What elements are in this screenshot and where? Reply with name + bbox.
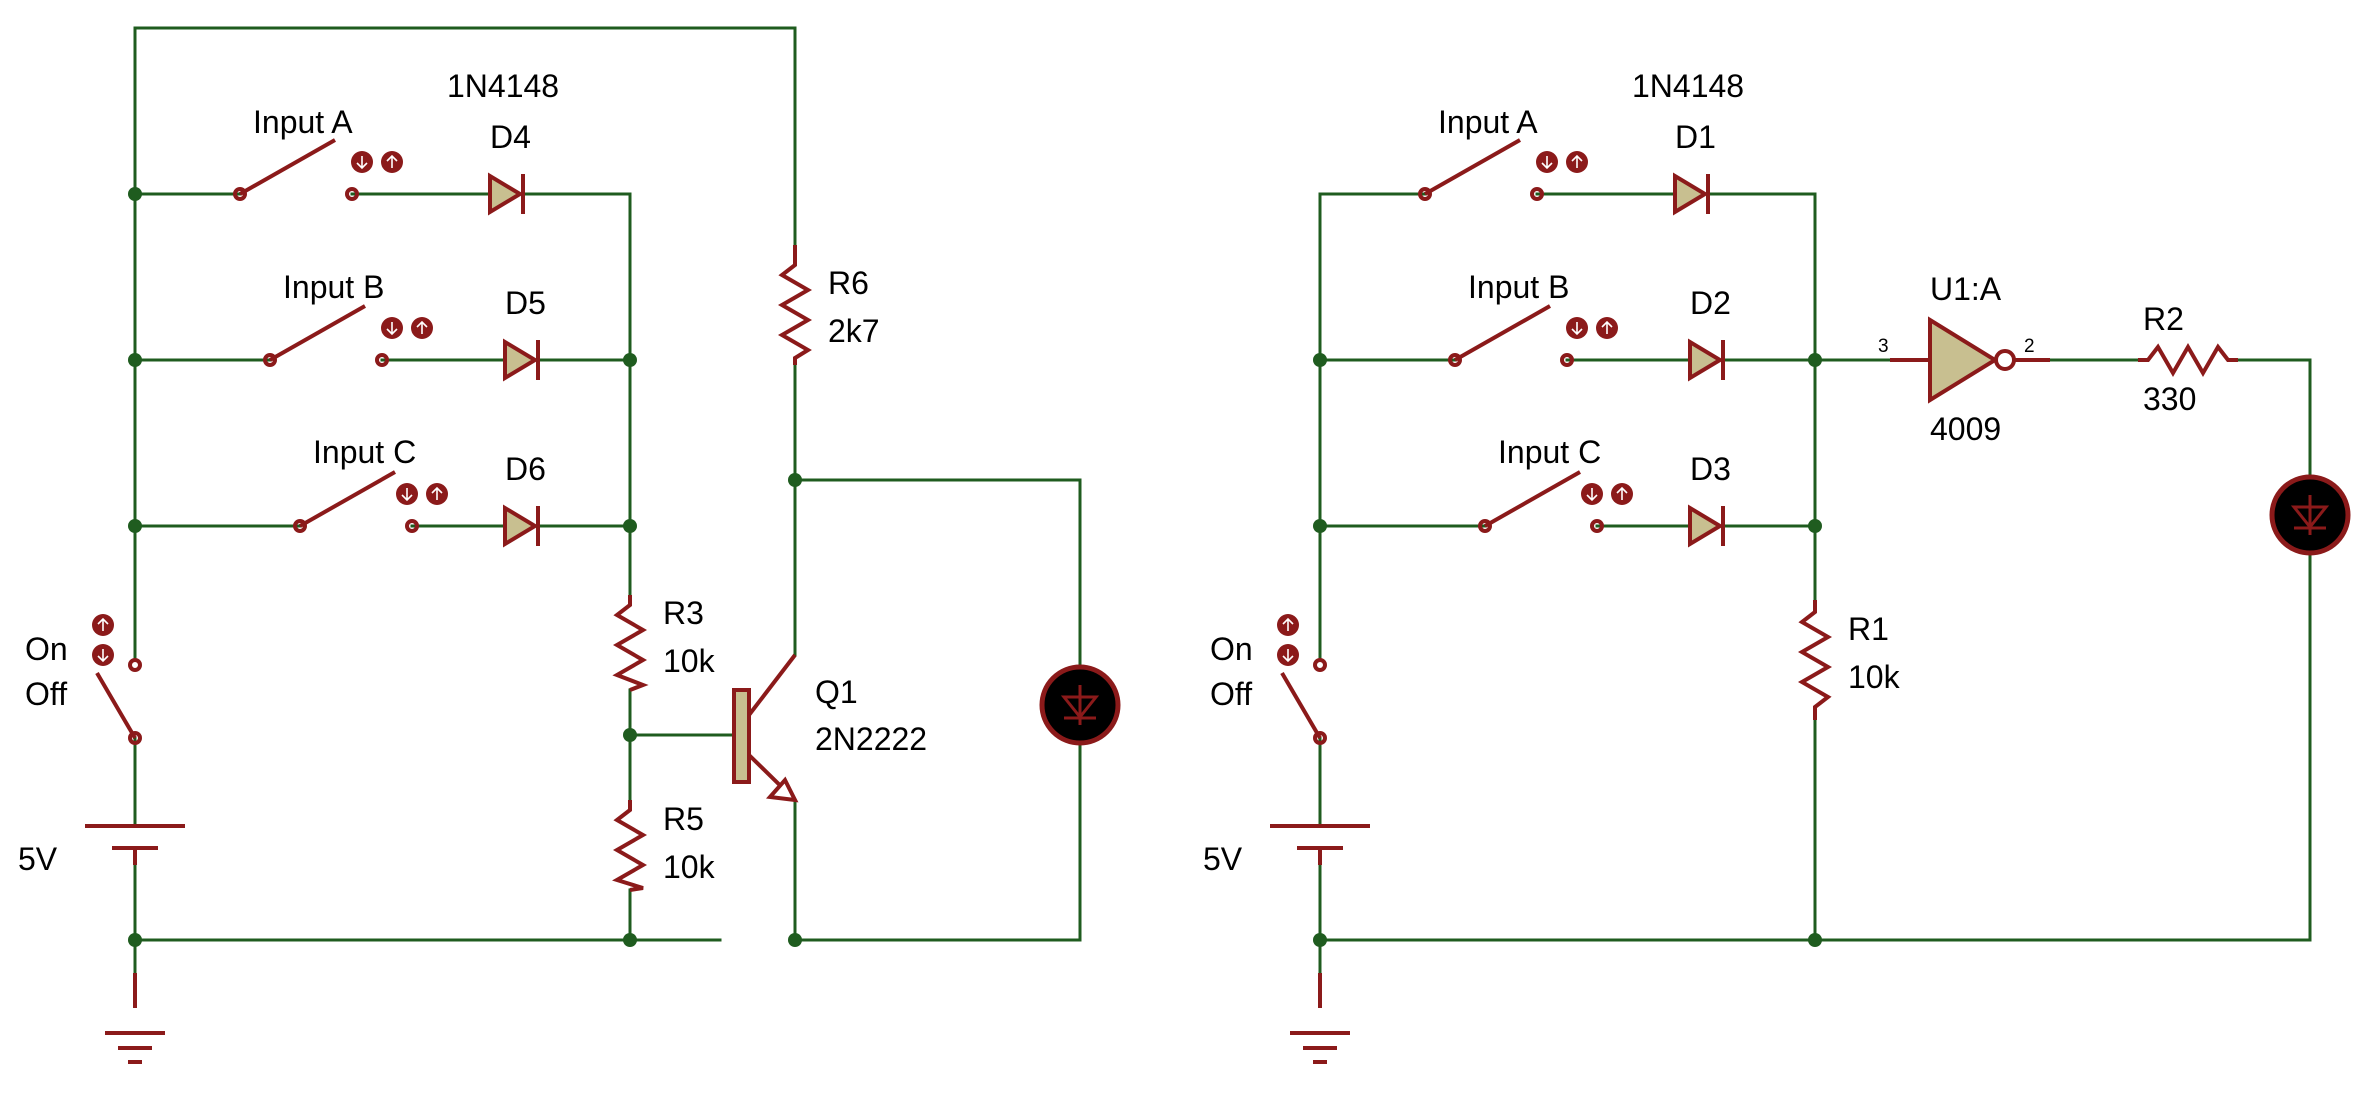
label-diode-part-right: 1N4148 xyxy=(1632,68,1744,104)
label-r5-value: 10k xyxy=(663,849,716,885)
label-input-b-right: Input B xyxy=(1468,269,1569,305)
switch-input-b-right[interactable] xyxy=(1448,304,1574,367)
left-circuit: Input A Input B Input C 1N4148 D4 D5 D6 … xyxy=(18,26,1121,1064)
diode-d4 xyxy=(488,172,525,216)
label-power-on-right: On xyxy=(1210,631,1253,667)
diode-d5 xyxy=(503,338,540,382)
indicator-input-b[interactable] xyxy=(381,317,433,339)
resistor-r1 xyxy=(1797,600,1833,720)
label-d4: D4 xyxy=(490,119,531,155)
led-left xyxy=(1039,664,1121,746)
left-junctions xyxy=(128,187,802,947)
right-junctions xyxy=(1313,353,1822,947)
diode-d6 xyxy=(503,504,540,548)
label-battery: 5V xyxy=(18,841,58,877)
label-r3-value: 10k xyxy=(663,643,716,679)
battery-left xyxy=(85,824,185,865)
resistor-r5 xyxy=(612,800,648,892)
label-power-off-right: Off xyxy=(1210,676,1252,712)
label-d2: D2 xyxy=(1690,285,1731,321)
indicator-input-a[interactable] xyxy=(351,151,403,173)
diode-d1 xyxy=(1673,172,1710,216)
indicator-input-c-right[interactable] xyxy=(1581,483,1633,505)
power-switch-right[interactable] xyxy=(1277,614,1327,745)
label-power-off: Off xyxy=(25,676,67,712)
switch-input-a-right[interactable] xyxy=(1418,138,1544,201)
switch-input-c[interactable] xyxy=(293,470,419,533)
label-q1-part: 2N2222 xyxy=(815,721,927,757)
switch-input-b[interactable] xyxy=(263,304,389,367)
label-power-on: On xyxy=(25,631,68,667)
right-circuit: Input A Input B Input C 1N4148 D1 D2 D3 … xyxy=(1203,68,2351,1064)
label-u1-pin-in: 3 xyxy=(1878,336,1889,357)
label-input-a: Input A xyxy=(253,104,353,140)
ground-right xyxy=(1290,973,1350,1064)
label-r6-value: 2k7 xyxy=(828,313,880,349)
label-input-b: Input B xyxy=(283,269,384,305)
switch-input-c-right[interactable] xyxy=(1478,470,1604,533)
label-r1: R1 xyxy=(1848,611,1889,647)
resistor-r3 xyxy=(612,595,649,692)
label-r1-value: 10k xyxy=(1848,659,1901,695)
indicator-input-c[interactable] xyxy=(396,483,448,505)
label-q1: Q1 xyxy=(815,674,858,710)
label-input-c-right: Input C xyxy=(1498,434,1601,470)
inverter-gate-u1 xyxy=(1890,316,2050,404)
label-u1: U1:A xyxy=(1930,271,2002,307)
label-r2: R2 xyxy=(2143,301,2184,337)
battery-right xyxy=(1270,824,1370,865)
left-wires xyxy=(133,26,1082,975)
resistor-r6 xyxy=(777,245,813,365)
label-r6: R6 xyxy=(828,265,869,301)
label-u1-part: 4009 xyxy=(1930,411,2001,447)
label-d1: D1 xyxy=(1675,119,1716,155)
label-diode-part: 1N4148 xyxy=(447,68,559,104)
switch-input-a[interactable] xyxy=(233,138,359,201)
label-input-c: Input C xyxy=(313,434,416,470)
diode-d3 xyxy=(1688,504,1725,548)
transistor-q1 xyxy=(732,653,799,803)
ground-left xyxy=(105,973,165,1064)
label-r3: R3 xyxy=(663,595,704,631)
diode-d2 xyxy=(1688,338,1725,382)
label-u1-pin-out: 2 xyxy=(2024,336,2035,357)
indicator-input-b-right[interactable] xyxy=(1566,317,1618,339)
label-input-a-right: Input A xyxy=(1438,104,1538,140)
label-d6: D6 xyxy=(505,451,546,487)
label-r5: R5 xyxy=(663,801,704,837)
label-d5: D5 xyxy=(505,285,546,321)
indicator-input-a-right[interactable] xyxy=(1536,151,1588,173)
led-right xyxy=(2269,474,2351,556)
label-battery-right: 5V xyxy=(1203,841,1243,877)
label-d3: D3 xyxy=(1690,451,1731,487)
resistor-r2 xyxy=(2138,342,2238,378)
label-r2-value: 330 xyxy=(2143,381,2196,417)
power-switch-left[interactable] xyxy=(92,614,142,745)
